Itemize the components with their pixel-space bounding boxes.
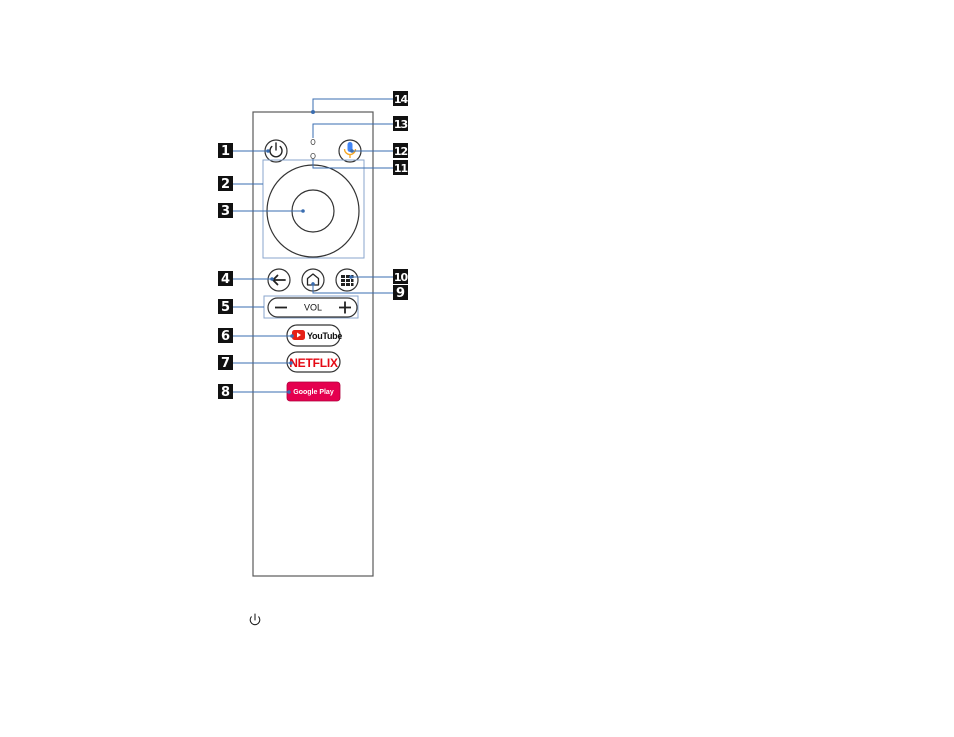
callout-number: 6 xyxy=(221,329,230,344)
google-play-label: Google Play xyxy=(293,389,334,396)
volume-buttons[interactable]: VOL xyxy=(267,297,358,318)
netflix-button[interactable]: NETFLIX xyxy=(286,351,341,373)
microphone xyxy=(310,138,316,145)
volume-up-icon xyxy=(339,301,351,314)
callout-3: 3 xyxy=(218,203,233,219)
callout-number: 13 xyxy=(394,118,408,131)
callout-number: 8 xyxy=(221,385,230,400)
callout-number: 14 xyxy=(394,93,409,106)
leader-dots xyxy=(266,149,354,394)
power-icon xyxy=(269,142,283,158)
callout-12: 12 xyxy=(393,143,408,158)
callout-number: 7 xyxy=(221,356,230,371)
youtube-label: YouTube xyxy=(307,331,342,341)
callout-13: 13 xyxy=(393,116,408,131)
callout-number: 10 xyxy=(394,271,409,284)
callout-11: 11 xyxy=(393,160,408,175)
callout-2: 2 xyxy=(218,176,233,192)
callout-5: 5 xyxy=(218,299,233,315)
callout-number: 5 xyxy=(221,300,230,315)
callout-number: 12 xyxy=(394,145,408,158)
callout-number: 11 xyxy=(394,162,408,175)
callout-10: 10 xyxy=(393,269,409,284)
volume-label: VOL xyxy=(304,303,322,313)
footer-power-icon xyxy=(249,613,261,626)
callout-8: 8 xyxy=(218,384,233,400)
google-play-button[interactable]: Google Play xyxy=(286,381,341,402)
indicator-light xyxy=(310,152,316,159)
callout-4: 4 xyxy=(218,271,233,287)
callout-14: 14 xyxy=(393,91,409,106)
remote-sensor xyxy=(311,110,315,114)
callout-number: 2 xyxy=(221,177,230,192)
callout-number: 1 xyxy=(221,144,230,159)
callout-number: 9 xyxy=(396,286,405,301)
callout-7: 7 xyxy=(218,355,233,371)
home-button[interactable] xyxy=(301,268,325,292)
youtube-button[interactable]: YouTube xyxy=(286,324,343,347)
home-icon xyxy=(306,273,320,286)
apps-button[interactable] xyxy=(335,268,359,292)
netflix-label: NETFLIX xyxy=(289,356,338,370)
callout-number: 4 xyxy=(221,272,230,287)
callout-1: 1 xyxy=(218,143,233,159)
callout-6: 6 xyxy=(218,328,233,344)
callout-number: 3 xyxy=(221,204,230,219)
callout-9: 9 xyxy=(393,285,408,301)
